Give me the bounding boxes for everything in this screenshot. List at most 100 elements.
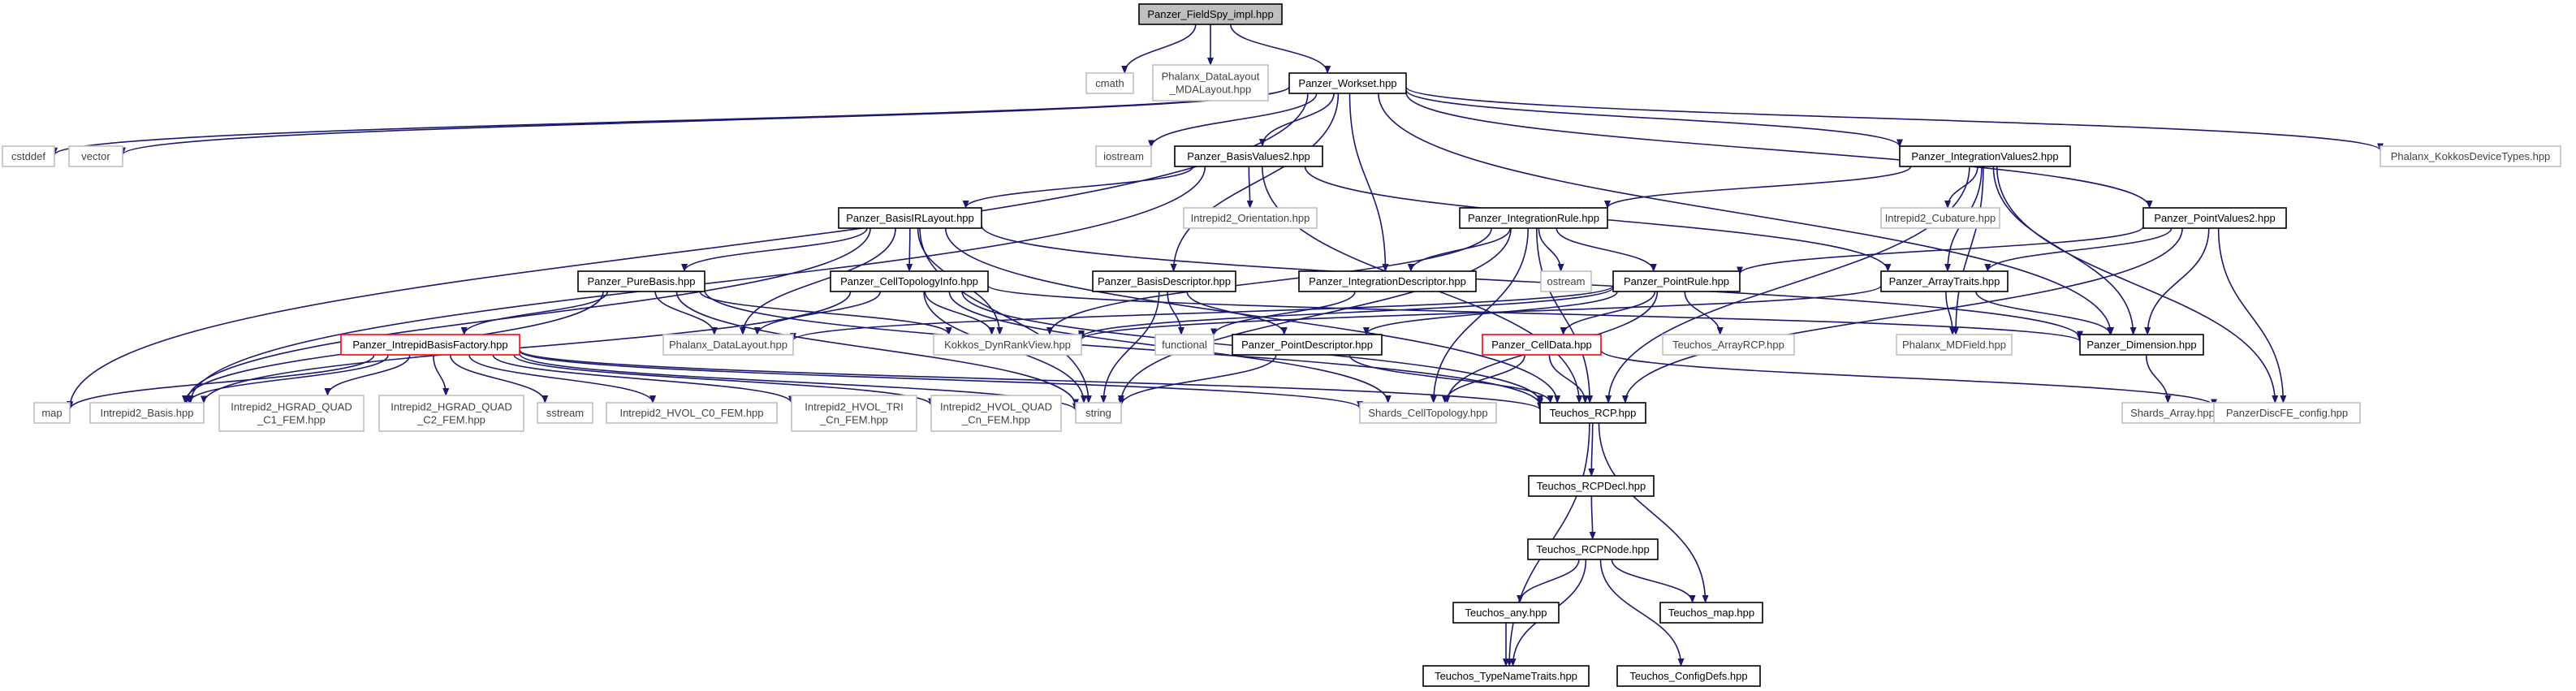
file-nodes: Panzer_FieldSpy_impl.hppcmathPhalanx_Dat… bbox=[2, 3, 2561, 687]
node-box-hvolc0 bbox=[606, 402, 778, 424]
node-box-orientation bbox=[1183, 207, 1318, 229]
node-label-rcpnode: Teuchos_RCPNode.hpp bbox=[1536, 543, 1649, 555]
node-label-hgradc2: _C2_FEM.hpp bbox=[416, 414, 485, 426]
node-box-ibfactory bbox=[340, 334, 520, 356]
node-box-pointdesc bbox=[1232, 334, 1383, 356]
node-label-intrule: Panzer_IntegrationRule.hpp bbox=[1468, 212, 1599, 224]
edge-workset-to-kokkosdevice bbox=[1405, 86, 2384, 152]
node-label-string: string bbox=[1085, 407, 1111, 419]
node-box-intrule bbox=[1459, 207, 1608, 229]
node-typenametraits[interactable]: Teuchos_TypeNameTraits.hpp bbox=[1422, 665, 1590, 687]
node-box-basisdesc bbox=[1092, 270, 1236, 292]
node-label-orientation: Intrepid2_Orientation.hpp bbox=[1191, 212, 1310, 224]
edge-pointrule-to-pointdesc bbox=[1363, 291, 1618, 335]
node-label-pointrule: Panzer_PointRule.hpp bbox=[1624, 275, 1729, 287]
node-label-discfe: PanzerDiscFE_config.hpp bbox=[2226, 407, 2348, 419]
node-workset[interactable]: Panzer_Workset.hpp bbox=[1288, 72, 1407, 94]
node-purebasis[interactable]: Panzer_PureBasis.hpp bbox=[577, 270, 705, 292]
edge-rcp-to-rcpdecl bbox=[1588, 422, 1595, 477]
node-label-hgradc2: Intrepid2_HGRAD_QUAD bbox=[390, 401, 512, 413]
node-tmap[interactable]: Teuchos_map.hpp bbox=[1659, 602, 1763, 624]
node-box-arraytraits bbox=[1880, 270, 2009, 292]
node-orientation: Intrepid2_Orientation.hpp bbox=[1183, 207, 1318, 229]
node-label-hvolquad: _Cn_FEM.hpp bbox=[961, 414, 1030, 426]
node-label-root: Panzer_FieldSpy_impl.hpp bbox=[1147, 8, 1273, 20]
edge-pointrule-to-celldata bbox=[1560, 291, 1656, 335]
node-basisvalues2[interactable]: Panzer_BasisValues2.hpp bbox=[1174, 145, 1323, 167]
node-dimension[interactable]: Panzer_Dimension.hpp bbox=[2079, 334, 2204, 356]
edge-celldata-to-shardscell bbox=[1441, 354, 1525, 404]
node-rcpnode[interactable]: Teuchos_RCPNode.hpp bbox=[1527, 538, 1659, 560]
edge-intdesc-to-functional bbox=[1210, 291, 1356, 337]
node-dynrankview: Kokkos_DynRankView.hpp bbox=[933, 334, 1082, 356]
edge-workset-to-intdesc bbox=[1348, 93, 1389, 272]
edge-intrule-to-pointrule bbox=[1556, 227, 1657, 272]
edge-rcpnode-to-configdefs bbox=[1599, 559, 1685, 667]
node-box-pointvalues2 bbox=[2142, 207, 2287, 229]
node-box-cubature bbox=[1880, 207, 2000, 229]
node-vector: vector bbox=[68, 145, 123, 167]
node-box-ibasis bbox=[89, 402, 205, 424]
edge-celltopoinfo-to-dimension bbox=[987, 284, 2083, 343]
node-label-mdalayout: Phalanx_DataLayout bbox=[1162, 71, 1260, 83]
edge-basisvalues2-to-basisirlayout bbox=[962, 166, 1194, 209]
node-box-cstddef bbox=[2, 145, 55, 167]
edge-pointvalues2-to-discfe bbox=[2217, 227, 2287, 404]
node-label-ostream: ostream bbox=[1547, 275, 1586, 287]
edge-basisdesc-to-string bbox=[1100, 291, 1160, 404]
edge-rcpnode-to-tmap bbox=[1611, 559, 1696, 603]
node-label-hvolc0: Intrepid2_HVOL_C0_FEM.hpp bbox=[619, 407, 763, 419]
node-basisirlayout[interactable]: Panzer_BasisIRLayout.hpp bbox=[838, 207, 982, 229]
node-celldata[interactable]: Panzer_CellData.hpp bbox=[1482, 334, 1602, 356]
node-pointvalues2[interactable]: Panzer_PointValues2.hpp bbox=[2142, 207, 2287, 229]
node-box-vector bbox=[68, 145, 123, 167]
node-label-celldata: Panzer_CellData.hpp bbox=[1491, 339, 1592, 351]
node-label-rcp: Teuchos_RCP.hpp bbox=[1550, 407, 1637, 419]
node-ibfactory[interactable]: Panzer_IntrepidBasisFactory.hpp bbox=[340, 334, 520, 356]
node-basisdesc[interactable]: Panzer_BasisDescriptor.hpp bbox=[1092, 270, 1236, 292]
node-label-iostream: iostream bbox=[1103, 150, 1144, 162]
node-root[interactable]: Panzer_FieldSpy_impl.hpp bbox=[1138, 3, 1283, 25]
node-box-dimension bbox=[2079, 334, 2204, 356]
edge-pointvalues2-to-pointrule bbox=[1737, 226, 2144, 275]
edge-workset-to-basisdesc bbox=[1170, 93, 1340, 272]
edge-intrule-to-shardscell bbox=[1430, 227, 1530, 404]
node-label-hvoltri: _Cn_FEM.hpp bbox=[819, 414, 888, 426]
node-box-rcpdecl bbox=[1528, 475, 1655, 497]
node-box-hgradc2 bbox=[378, 395, 524, 432]
node-label-intvalues2: Panzer_IntegrationValues2.hpp bbox=[1911, 150, 2058, 162]
node-box-shardscell bbox=[1359, 402, 1497, 424]
node-celltopoinfo[interactable]: Panzer_CellTopologyInfo.hpp bbox=[830, 270, 989, 292]
node-rcpdecl[interactable]: Teuchos_RCPDecl.hpp bbox=[1528, 475, 1655, 497]
node-arrayrcp: Teuchos_ArrayRCP.hpp bbox=[1662, 334, 1795, 356]
node-shardsarray: Shards_Array.hpp bbox=[2121, 402, 2224, 424]
node-box-intdesc bbox=[1298, 270, 1477, 292]
node-box-iostream bbox=[1095, 145, 1152, 167]
edge-basisirlayout-to-rcp bbox=[945, 227, 1561, 404]
node-pointrule[interactable]: Panzer_PointRule.hpp bbox=[1612, 270, 1741, 292]
node-label-dynrankview: Kokkos_DynRankView.hpp bbox=[944, 339, 1071, 351]
node-ostream: ostream bbox=[1540, 270, 1592, 292]
node-label-kokkosdevice: Phalanx_KokkosDeviceTypes.hpp bbox=[2391, 150, 2551, 162]
node-box-functional bbox=[1154, 334, 1215, 356]
node-box-basisvalues2 bbox=[1174, 145, 1323, 167]
node-rcp[interactable]: Teuchos_RCP.hpp bbox=[1539, 402, 1646, 424]
edge-workset-to-vector bbox=[119, 86, 1290, 156]
edge-workset-to-pointvalues2 bbox=[1405, 92, 2153, 209]
node-intdesc[interactable]: Panzer_IntegrationDescriptor.hpp bbox=[1298, 270, 1477, 292]
node-intrule[interactable]: Panzer_IntegrationRule.hpp bbox=[1459, 207, 1608, 229]
edge-basisirlayout-to-dimension bbox=[981, 225, 2083, 339]
node-pointdesc[interactable]: Panzer_PointDescriptor.hpp bbox=[1232, 334, 1383, 356]
edge-basisdesc-to-pointdesc bbox=[1186, 291, 1288, 335]
node-any[interactable]: Teuchos_any.hpp bbox=[1452, 602, 1560, 624]
edge-pointvalues2-to-arraytraits bbox=[1984, 227, 2173, 272]
node-label-hgradc1: _C1_FEM.hpp bbox=[257, 414, 326, 426]
edge-arraytraits-to-dynrankview bbox=[1078, 285, 1882, 341]
node-label-hgradc1: Intrepid2_HGRAD_QUAD bbox=[231, 401, 352, 413]
node-arraytraits[interactable]: Panzer_ArrayTraits.hpp bbox=[1880, 270, 2009, 292]
node-label-vector: vector bbox=[81, 150, 110, 162]
node-intvalues2[interactable]: Panzer_IntegrationValues2.hpp bbox=[1899, 145, 2071, 167]
node-label-sstream: sstream bbox=[546, 407, 584, 419]
node-configdefs[interactable]: Teuchos_ConfigDefs.hpp bbox=[1616, 665, 1761, 687]
edge-root-to-cmath bbox=[1121, 24, 1197, 74]
